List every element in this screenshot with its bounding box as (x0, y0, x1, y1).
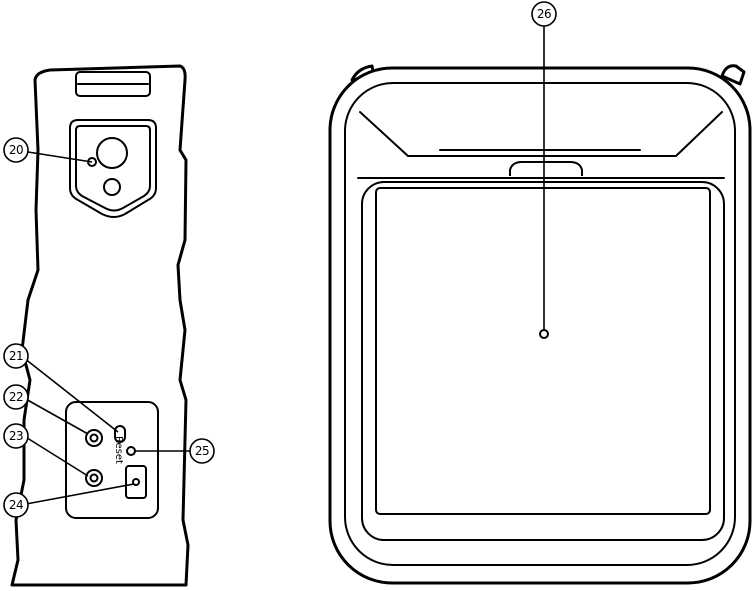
callout-21-label: 21 (9, 349, 23, 363)
port-lower (86, 470, 102, 486)
callout-24-label: 24 (9, 498, 23, 512)
reset-label: Reset (113, 436, 124, 464)
screen-outer (362, 182, 724, 540)
screen-center-point (540, 330, 548, 338)
callout-20-label: 20 (9, 143, 23, 157)
callout-25-label: 25 (195, 444, 209, 458)
callout-21: 21 (4, 344, 28, 368)
callout-22: 22 (4, 385, 28, 409)
callout-25: 25 (190, 439, 214, 463)
callout-24: 24 (4, 493, 28, 517)
port-upper (86, 430, 102, 446)
port-panel (66, 402, 158, 518)
callout-26-label: 26 (537, 7, 551, 21)
callout-20: 20 (4, 138, 28, 162)
camera-lens-large (97, 138, 127, 168)
front-view (330, 66, 750, 583)
front-view-top-notch (510, 162, 582, 176)
side-view: Reset (12, 66, 188, 585)
camera-lens-small (104, 179, 120, 195)
callout-26: 26 (532, 2, 556, 26)
reset-button (127, 447, 135, 455)
callout-23-label: 23 (9, 429, 23, 443)
callout-22-label: 22 (9, 390, 23, 404)
callout-23: 23 (4, 424, 28, 448)
